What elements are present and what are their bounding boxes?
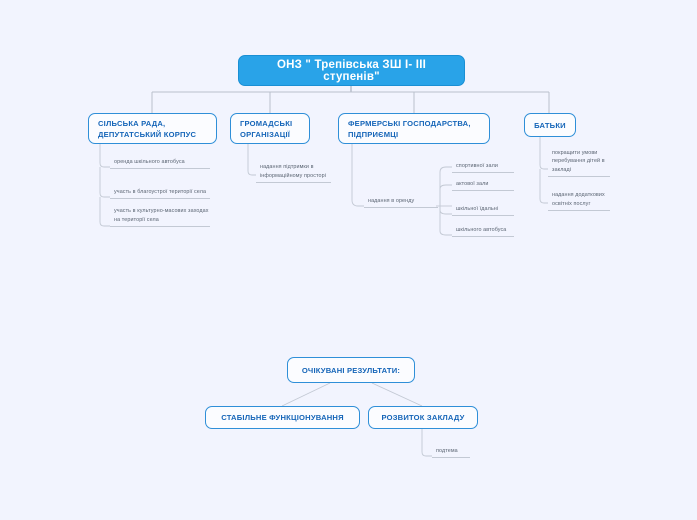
branch-node-label: ГРОМАДСЬКІ ОРГАНІЗАЦІЇ — [240, 118, 293, 139]
leaf-item-label: участь в благоустрої території села — [114, 188, 207, 195]
results-node-label: РОЗВИТОК ЗАКЛАДУ — [381, 413, 465, 422]
leaf-item-label: надання підтримки в інформаційному прост… — [260, 164, 327, 179]
branch-node-label: ФЕРМЕРСЬКІ ГОСПОДАРСТВА, ПІДПРИЄМЦІ — [348, 118, 471, 139]
leaf-item-label: спортивної зали — [456, 162, 498, 169]
root-node[interactable]: ОНЗ " Трепівська ЗШ I- III ступенів" — [238, 55, 465, 86]
results-root-node[interactable]: ОЧІКУВАНІ РЕЗУЛЬТАТИ: — [287, 357, 415, 383]
leaf-item-label: участь в культурно-масових заходах на те… — [114, 208, 209, 223]
leaf-item-label: покращити умови перебування дітей в закл… — [552, 149, 605, 173]
leaf-item[interactable]: надання додаткових освітніх послуг — [548, 189, 610, 211]
leaf-item-label: надання в оренду — [368, 197, 415, 204]
leaf-item[interactable]: надання в оренду — [364, 198, 438, 208]
leaf-item-label: оренда шкільного автобуса — [114, 158, 185, 165]
leaf-item-label: актової зали — [456, 180, 489, 187]
results-root-label: ОЧІКУВАНІ РЕЗУЛЬТАТИ: — [301, 365, 401, 375]
root-node-label: ОНЗ " Трепівська ЗШ I- III ступенів" — [276, 58, 426, 83]
branch-node-batky[interactable]: БАТЬКИ — [524, 113, 576, 137]
leaf-item[interactable]: шкільної їдальні — [452, 206, 514, 216]
results-node-stabilne-funktsionuvannia[interactable]: СТАБІЛЬНЕ ФУНКЦІОНУВАННЯ — [205, 406, 360, 429]
branch-node-hromadski-orhanizatsii[interactable]: ГРОМАДСЬКІ ОРГАНІЗАЦІЇ — [230, 113, 310, 144]
leaf-item-label: подтема — [436, 447, 458, 454]
leaf-item[interactable]: покращити умови перебування дітей в закл… — [548, 150, 610, 177]
leaf-item[interactable]: участь в культурно-масових заходах на те… — [110, 208, 210, 227]
branch-node-silska-rada[interactable]: СІЛЬСЬКА РАДА, ДЕПУТАТСЬКИЙ КОРПУС — [88, 113, 217, 144]
branch-node-label: БАТЬКИ — [534, 120, 566, 130]
leaf-item[interactable]: подтема — [432, 448, 470, 458]
branch-node-fermerski-hospodarstva[interactable]: ФЕРМЕРСЬКІ ГОСПОДАРСТВА, ПІДПРИЄМЦІ — [338, 113, 490, 144]
results-node-rozvytok-zakladu[interactable]: РОЗВИТОК ЗАКЛАДУ — [368, 406, 478, 429]
branch-node-label: СІЛЬСЬКА РАДА, ДЕПУТАТСЬКИЙ КОРПУС — [98, 118, 197, 139]
leaf-item[interactable]: спортивної зали — [452, 163, 514, 173]
leaf-item[interactable]: шкільного автобуса — [452, 227, 514, 237]
leaf-item[interactable]: оренда шкільного автобуса — [110, 159, 210, 169]
leaf-item-label: надання додаткових освітніх послуг — [552, 192, 605, 207]
leaf-item[interactable]: участь в благоустрої території села — [110, 183, 210, 199]
results-node-label: СТАБІЛЬНЕ ФУНКЦІОНУВАННЯ — [221, 413, 344, 422]
leaf-item-label: шкільної їдальні — [456, 205, 499, 212]
leaf-item[interactable]: актової зали — [452, 181, 514, 191]
leaf-item[interactable]: надання підтримки в інформаційному прост… — [256, 161, 331, 183]
leaf-item-label: шкільного автобуса — [456, 226, 507, 233]
